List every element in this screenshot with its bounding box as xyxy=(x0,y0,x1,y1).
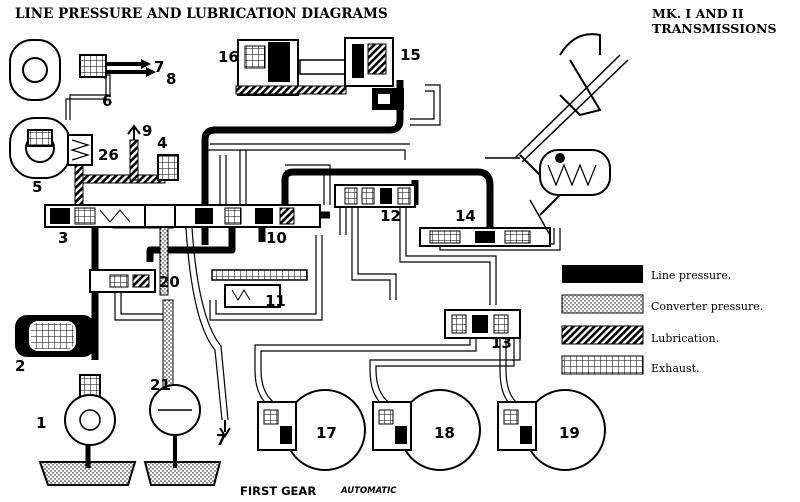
legend-label-exhaust: Exhaust. xyxy=(651,362,700,375)
converter-pressure-circuit xyxy=(112,219,174,396)
legend-swatch-line-pressure xyxy=(562,265,643,283)
lube-pipe-9 xyxy=(129,139,139,181)
component-19-clutch xyxy=(497,389,606,471)
component-4-valve xyxy=(157,154,179,181)
callout-6: 6 xyxy=(102,92,112,110)
callout-8: 8 xyxy=(166,70,176,88)
callout-16: 16 xyxy=(218,48,239,66)
callout-20: 20 xyxy=(159,273,180,291)
lube-pipe-4 xyxy=(74,174,166,184)
component-17-clutch xyxy=(257,389,366,471)
callout-3: 3 xyxy=(58,229,68,247)
component-10-valve-block xyxy=(174,204,321,228)
component-14-valve xyxy=(419,227,551,247)
selector-linkage xyxy=(485,33,629,236)
diagram-title: LINE PRESSURE AND LUBRICATION DIAGRAMS xyxy=(15,6,388,22)
legend-swatch-converter-pressure xyxy=(561,294,644,314)
component-18-clutch xyxy=(372,389,481,471)
lube-pipe-26 xyxy=(74,159,84,206)
arrow-9 xyxy=(127,124,141,140)
callout-19: 19 xyxy=(559,424,580,442)
component-15-rear-servo xyxy=(344,37,404,110)
component-1-oil-pump xyxy=(38,374,137,486)
component-5-front-pump xyxy=(9,39,71,179)
component-20-valve xyxy=(89,269,156,293)
callout-5: 5 xyxy=(32,178,42,196)
component-3-regulator-valve xyxy=(44,204,191,228)
legend-swatch-exhaust xyxy=(561,355,644,375)
legend-label-line-pressure: Line pressure. xyxy=(651,269,732,282)
model-line-1: MK. I AND II xyxy=(652,6,744,21)
callout-11: 11 xyxy=(265,292,286,310)
component-6-valve xyxy=(79,54,156,78)
gear-caption: FIRST GEAR xyxy=(240,484,317,498)
callout-9: 9 xyxy=(142,122,152,140)
component-13-valve xyxy=(444,309,521,339)
component-2-converter xyxy=(15,315,95,357)
callout-15: 15 xyxy=(400,46,421,64)
component-12-shift-valve xyxy=(334,184,416,208)
component-16-servo xyxy=(235,39,347,96)
legend-label-lubrication: Lubrication. xyxy=(651,332,720,345)
legend-swatch-lubrication xyxy=(561,325,644,345)
component-21-rear-pump xyxy=(143,384,222,486)
mode-caption: AUTOMATIC xyxy=(341,486,397,496)
callout-17: 17 xyxy=(316,424,337,442)
callout-12: 12 xyxy=(380,207,401,225)
callout-26: 26 xyxy=(98,146,119,164)
component-26-spring-valve xyxy=(67,134,93,166)
legend-label-converter-pressure: Converter pressure. xyxy=(651,300,764,313)
callout-1: 1 xyxy=(36,414,46,432)
callout-14: 14 xyxy=(455,207,476,225)
legend xyxy=(561,265,644,375)
callout-7-bottom: 7 xyxy=(216,431,226,449)
model-line-2: TRANSMISSIONS xyxy=(652,21,777,36)
arrow-7-exhaust xyxy=(219,420,231,438)
callout-18: 18 xyxy=(434,424,455,442)
component-11-valve xyxy=(211,269,308,308)
callout-21: 21 xyxy=(150,376,171,394)
callout-2: 2 xyxy=(15,357,25,375)
callout-7-top: 7 xyxy=(154,58,164,76)
callout-13: 13 xyxy=(491,334,512,352)
callout-numbers: 1 2 3 4 5 6 7 7 8 9 10 11 12 13 14 15 16… xyxy=(15,46,580,449)
callout-10: 10 xyxy=(266,229,287,247)
callout-4: 4 xyxy=(157,134,167,152)
